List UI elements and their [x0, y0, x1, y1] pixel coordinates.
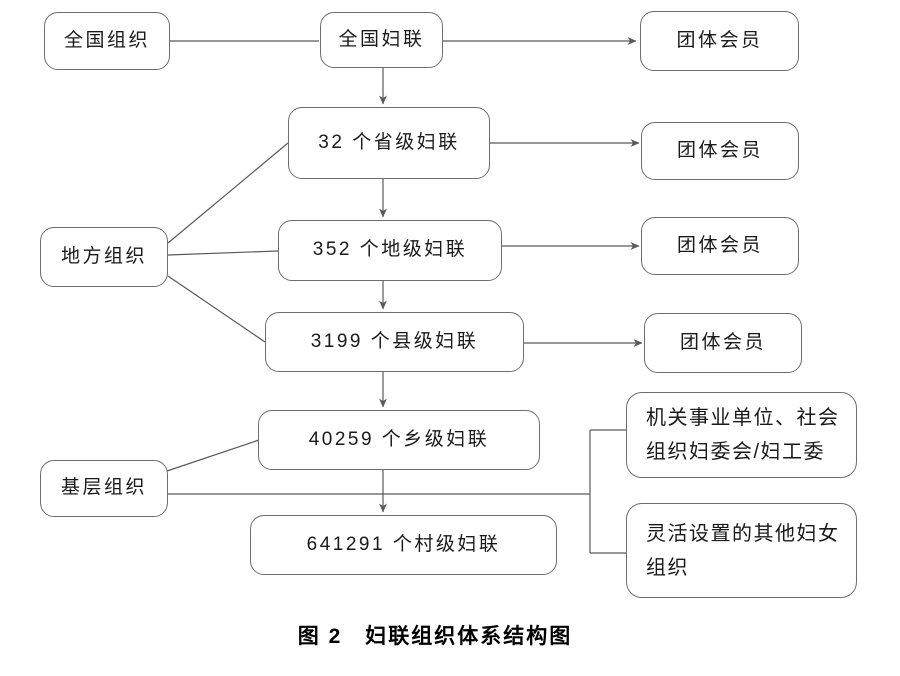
node-county: 3199 个县级妇联	[265, 312, 524, 372]
node-grassroots-org: 基层组织	[40, 460, 168, 517]
edge-localorg-provincial	[167, 142, 289, 244]
node-township: 40259 个乡级妇联	[258, 410, 540, 470]
node-group-member-2: 团体会员	[641, 122, 799, 180]
node-village: 641291 个村级妇联	[250, 515, 557, 575]
edge-grassroots-township	[166, 439, 260, 472]
node-group-member-4: 团体会员	[644, 313, 802, 373]
node-group-member-1: 团体会员	[640, 11, 799, 71]
figure-caption: 图 2 妇联组织体系结构图	[297, 625, 573, 648]
node-flexible-orgs: 灵活设置的其他妇女组织	[626, 503, 857, 598]
node-org-committees: 机关事业单位、社会组织妇委会/妇工委	[626, 392, 857, 478]
node-group-member-3: 团体会员	[641, 217, 799, 275]
node-prefecture: 352 个地级妇联	[278, 220, 502, 281]
node-provincial: 32 个省级妇联	[288, 107, 490, 179]
edge-localorg-prefecture	[167, 250, 279, 256]
node-local-org: 地方组织	[40, 227, 168, 287]
edge-localorg-county	[167, 275, 266, 343]
node-national-fulian: 全国妇联	[320, 12, 443, 68]
node-national-org: 全国组织	[44, 12, 170, 70]
